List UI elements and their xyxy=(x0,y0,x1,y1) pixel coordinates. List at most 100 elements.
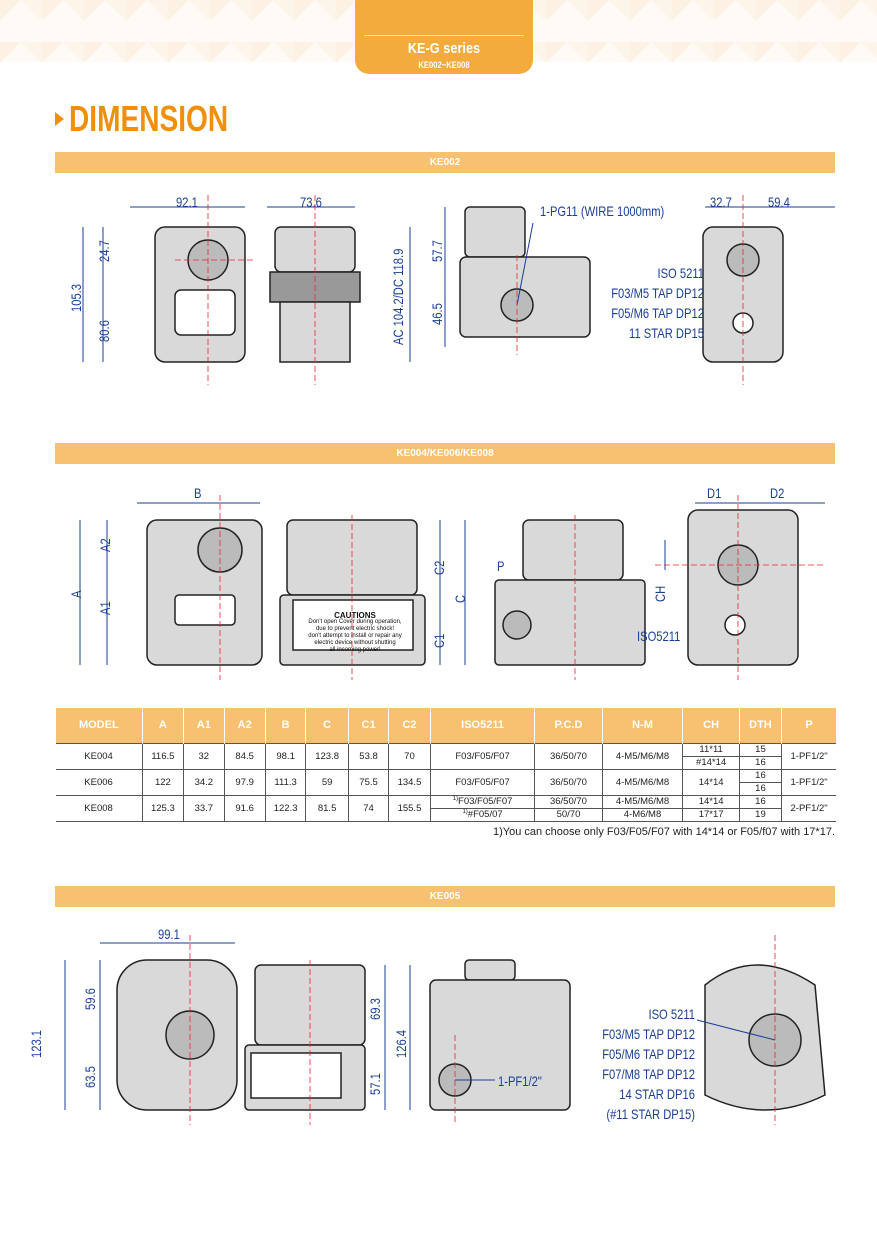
ke005-notes: ISO 5211 F03/M5 TAP DP12 F05/M6 TAP DP12… xyxy=(579,1004,695,1124)
cell: 16 xyxy=(739,781,782,796)
series-range: KE002~KE008 xyxy=(418,60,470,70)
cell: 16 xyxy=(738,768,783,783)
port-label: 1-PF1/2" xyxy=(498,1073,542,1089)
cell: 19 xyxy=(738,807,782,822)
divider xyxy=(364,35,524,36)
cell: 4-M5/M6/M8 xyxy=(601,768,684,796)
dim-c1: 57.1 xyxy=(367,1073,383,1095)
ke002-drawings xyxy=(82,195,835,385)
dim-width-side: 73.6 xyxy=(300,194,322,210)
cell: F03/F05/F07 xyxy=(429,742,536,770)
cell: 4-M5/M6/M8 xyxy=(601,742,684,770)
col-header: C2 xyxy=(388,708,431,743)
dim-a1: 80.6 xyxy=(96,320,112,342)
col-header: C1 xyxy=(347,708,389,743)
cell-text: #F05/07 xyxy=(467,809,503,821)
section-bar-ke002: KE002 xyxy=(55,152,835,173)
cell: 4-M5/M6/M8 xyxy=(601,794,684,809)
page-title: DIMENSION xyxy=(55,98,273,140)
dim-a2: 24.7 xyxy=(96,240,112,262)
caution-line: due to prevent electric shock! xyxy=(315,626,395,632)
cell: KE004 xyxy=(55,742,143,770)
cell: KE008 xyxy=(55,794,143,822)
ke004-drawings xyxy=(79,495,825,680)
cell: 14*14 xyxy=(682,794,740,809)
cell: 16 xyxy=(738,794,783,809)
note: F05/M6 TAP DP12 xyxy=(611,305,704,321)
col-header: B xyxy=(264,708,306,743)
dim-c: 126.4 xyxy=(393,1029,409,1058)
col-header: P xyxy=(781,708,836,743)
col-header: C xyxy=(305,708,349,743)
dim-p: P xyxy=(497,558,505,574)
dim-height: 105.3 xyxy=(68,283,84,312)
cell: 75.5 xyxy=(347,768,390,796)
section-bar-ke005: KE005 xyxy=(55,886,835,907)
dim-d1: D1 xyxy=(707,485,722,501)
cell-text: F03/F05/F07 xyxy=(458,796,513,808)
cell: 122.3 xyxy=(264,794,307,822)
cell: 34.2 xyxy=(183,768,225,796)
section-bar-ke004: KE004/KE006/KE008 xyxy=(55,443,835,464)
cell: 134.5 xyxy=(388,768,431,796)
col-header: DTH xyxy=(738,708,782,743)
cell: 122 xyxy=(141,768,185,796)
cell: 123.8 xyxy=(305,742,349,770)
dim-c2: 69.3 xyxy=(367,998,383,1020)
cell: 70 xyxy=(388,742,431,770)
cell: 33.7 xyxy=(183,794,225,822)
cell: 36/50/70 xyxy=(534,768,603,796)
col-header: A2 xyxy=(223,708,266,743)
col-header: A xyxy=(141,708,184,743)
dim-c1: C1 xyxy=(431,633,447,648)
cell: 36/50/70 xyxy=(534,742,603,770)
dim-a1: 63.5 xyxy=(82,1066,98,1088)
wire-label: 1-PG11 (WIRE 1000mm) xyxy=(540,203,665,219)
dim-width-front: 92.1 xyxy=(176,194,198,210)
cell: 97.9 xyxy=(223,768,266,796)
footnote-mark: 1) xyxy=(462,808,468,815)
cell: 1)#F05/07 xyxy=(430,807,536,822)
dim-top: 57.7 xyxy=(429,240,445,262)
cell: 59 xyxy=(305,768,349,796)
table-footnote: 1)You can choose only F03/F05/F07 with 1… xyxy=(492,826,835,838)
col-header: MODEL xyxy=(55,708,143,743)
dim-d2: D2 xyxy=(770,485,785,501)
cell: 14*14 xyxy=(682,768,740,796)
caution-line: electric device without shutting xyxy=(314,640,396,646)
note: 11 STAR DP15 xyxy=(629,325,704,341)
caution-label: CAUTIONS Don't open Cover during operati… xyxy=(292,612,418,654)
col-header: ISO5211 xyxy=(429,708,535,743)
note: ISO 5211 xyxy=(657,265,705,281)
cell: 74 xyxy=(347,794,390,822)
cell: 11*11 xyxy=(682,742,740,757)
cell: 2-PF1/2" xyxy=(781,794,836,822)
cell: 50/70 xyxy=(534,807,603,822)
cell: 116.5 xyxy=(141,742,185,770)
ke005-drawings xyxy=(64,935,826,1125)
col-header: A1 xyxy=(183,708,224,743)
note: F03/M5 TAP DP12 xyxy=(602,1026,695,1042)
dim-side-height: AC 104.2/DC 118.9 xyxy=(390,248,406,345)
dim-a1: A1 xyxy=(97,601,113,615)
dim-d2: 59.4 xyxy=(768,194,790,210)
cell: 125.3 xyxy=(141,794,185,822)
note: F03/M5 TAP DP12 xyxy=(611,285,704,301)
page-title-text: DIMENSION xyxy=(69,98,229,139)
dim-b: B xyxy=(194,485,202,501)
cell: 17*17 xyxy=(682,807,740,822)
cell: 1-PF1/2" xyxy=(781,742,836,770)
col-header: P.C.D xyxy=(534,708,603,743)
dim-c: C xyxy=(452,594,468,603)
cell: F03/F05/F07 xyxy=(429,768,536,796)
cell: 84.5 xyxy=(223,742,266,770)
cell: 98.1 xyxy=(264,742,307,770)
series-tab: KE-G series KE002~KE008 xyxy=(355,0,533,74)
caution-line: all incoming power! xyxy=(329,647,381,653)
